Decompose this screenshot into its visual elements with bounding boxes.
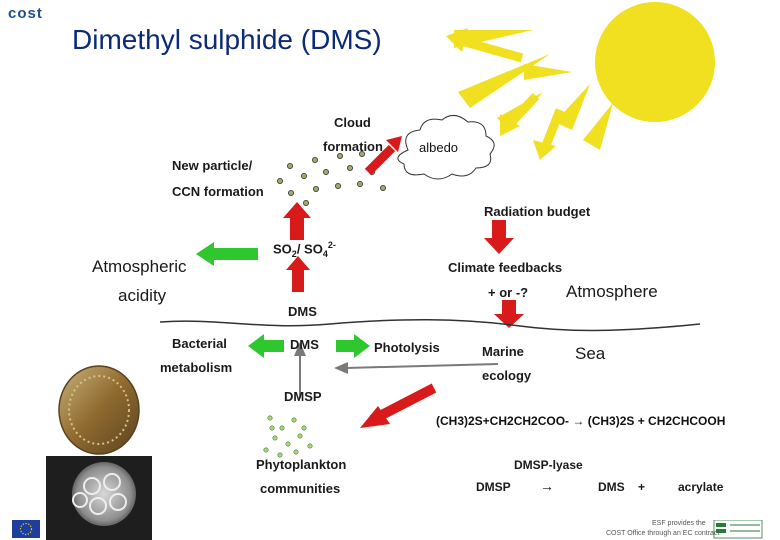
- cloud-label: Cloud: [334, 115, 371, 130]
- sun-icon: [454, 2, 715, 150]
- eu-flag-icon: [12, 520, 40, 538]
- green-arrows: [196, 242, 370, 358]
- cost-logo: cost: [8, 5, 43, 22]
- albedo-label: albedo: [419, 140, 459, 155]
- esf-credit-line2: COST Office through an EC contract: [606, 530, 720, 537]
- aerosol-particles: [276, 150, 386, 206]
- coccolithophore-light-micrograph: [46, 364, 152, 456]
- ccn-formation-label: CCN formation: [172, 184, 264, 199]
- dms-lower-label: DMS: [290, 337, 319, 352]
- metabolism-label: metabolism: [160, 360, 233, 375]
- grey-arrows: [294, 342, 499, 398]
- cloud-icon: [397, 115, 495, 180]
- sea-surface-line: [159, 318, 701, 332]
- phytoplankton-cells: [263, 415, 313, 458]
- reaction-arrow: →: [540, 478, 554, 494]
- communities-label: communities: [260, 481, 341, 496]
- cost-logo-text: cost: [8, 5, 43, 22]
- phytoplankton-label: Phytoplankton: [256, 457, 347, 472]
- marine-label: Marine: [482, 344, 524, 359]
- formation-label: formation: [323, 139, 383, 154]
- atmospheric-label: Atmospheric: [92, 257, 187, 276]
- red-arrows: [283, 136, 524, 428]
- sea-label: Sea: [575, 344, 606, 363]
- reaction-plus: +: [638, 480, 646, 494]
- reaction-dmsp: DMSP: [476, 480, 511, 494]
- page-title: Dimethyl sulphide (DMS): [72, 24, 382, 55]
- esf-credit-line1: ESF provides the: [652, 520, 706, 527]
- radiation-budget-label: Radiation budget: [484, 204, 591, 219]
- so2-so4-label: SO2/ SO42-: [273, 240, 336, 259]
- bacterial-label: Bacterial: [172, 336, 227, 351]
- dmsp-lyase-reaction-box: [430, 410, 770, 520]
- sun-ray-arrows: [446, 28, 565, 160]
- climate-feedbacks-label: Climate feedbacks: [448, 260, 563, 275]
- coccolithophore-sem-micrograph: [46, 456, 152, 540]
- photolysis-label: Photolysis: [374, 340, 440, 355]
- acidity-label: acidity: [118, 286, 167, 305]
- dmsp-label: DMSP: [284, 389, 322, 404]
- enzyme-label: DMSP-lyase: [514, 458, 583, 472]
- new-particle-label: New particle/: [172, 158, 253, 173]
- esf-logo: [713, 519, 763, 539]
- atmosphere-label: Atmosphere: [566, 282, 658, 301]
- plus-or-minus-label: + or -?: [488, 285, 529, 300]
- reaction-acrylate: acrylate: [678, 480, 724, 494]
- ecology-label: ecology: [482, 368, 532, 383]
- dms-upper-label: DMS: [288, 304, 317, 319]
- reaction-equation: (CH3)2S+CH2CH2COO- → (CH3)2S + CH2CHCOOH: [436, 414, 726, 428]
- reaction-dms: DMS: [598, 480, 625, 494]
